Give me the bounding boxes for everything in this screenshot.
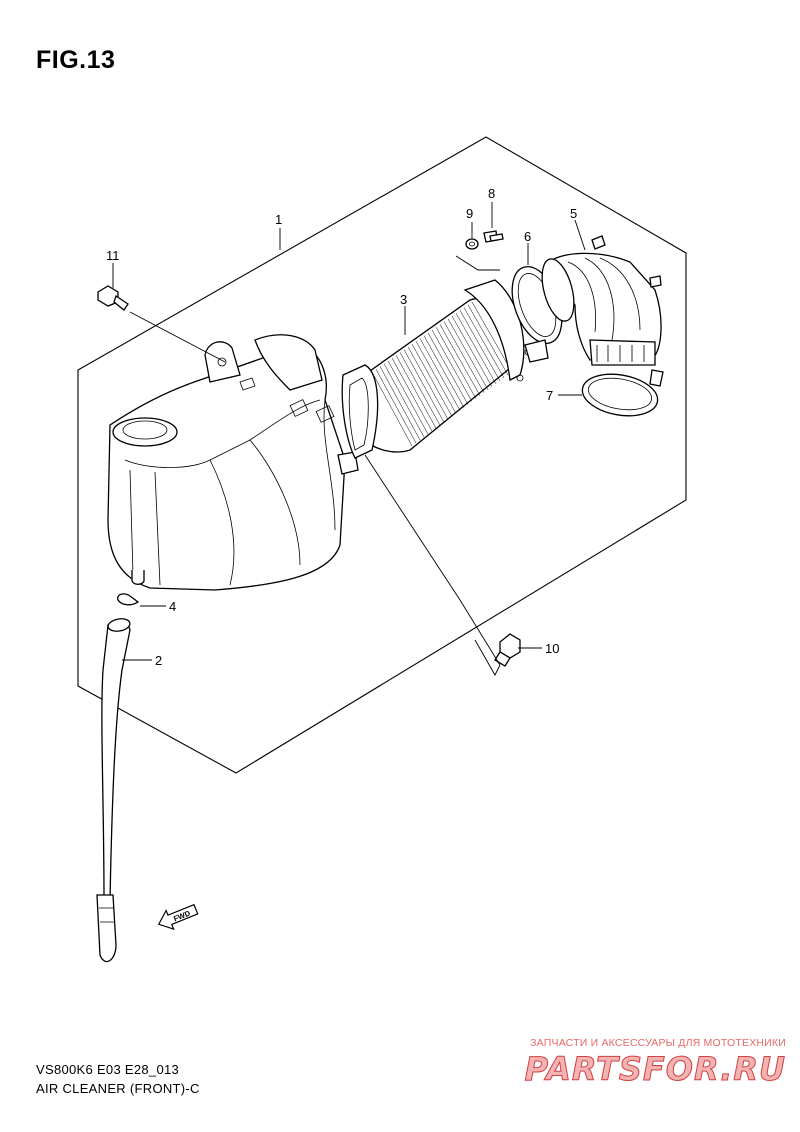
- leader-lines: [112, 202, 586, 676]
- callout-9: 9: [466, 206, 473, 221]
- filter-pleat-line: [403, 349, 445, 423]
- filter-pleats: [371, 301, 513, 447]
- bolt-small: [483, 230, 504, 243]
- air-filter-element: [341, 279, 532, 459]
- filter-pleat-line: [435, 327, 477, 399]
- filter-pleat-line: [411, 343, 453, 417]
- filter-pleat-line: [455, 313, 497, 384]
- callout-labels: 1 2 3 4 5 6 7 8 9 10 11: [106, 186, 577, 668]
- air-cleaner-housing: [107, 334, 359, 591]
- hose-clip: [117, 593, 140, 606]
- filter-pleat-line: [471, 301, 513, 373]
- filter-pleat-line: [387, 360, 429, 435]
- bolt-flange-11: [97, 285, 129, 311]
- filter-pleat-line: [399, 352, 441, 426]
- filter-pleat-line: [451, 315, 493, 387]
- filter-pleat-line: [443, 321, 485, 393]
- filter-pleat-line: [379, 366, 421, 441]
- filter-pleat-line: [419, 338, 461, 411]
- callout-2: 2: [155, 653, 162, 668]
- callout-4: 4: [169, 599, 176, 614]
- callout-10: 10: [545, 641, 559, 656]
- fwd-direction-marker: FWD: [157, 903, 199, 931]
- figure-title: FIG.13: [36, 46, 116, 74]
- hose-clamp: [581, 369, 664, 417]
- washer: [465, 238, 479, 250]
- assembly-boundary: [77, 136, 687, 774]
- bolt-flange-10: [494, 633, 521, 667]
- filter-pleat-line: [423, 335, 465, 408]
- watermark-tagline: ЗАПЧАСТИ И АКСЕССУАРЫ ДЛЯ МОТОТЕХНИКИ: [530, 1037, 786, 1049]
- callout-6: 6: [524, 229, 531, 244]
- callout-3: 3: [400, 292, 407, 307]
- filter-pleat-line: [463, 307, 505, 379]
- section-name: AIR CLEANER (FRONT)-C: [36, 1081, 200, 1096]
- watermark-logo: PARTSFOR.RU: [524, 1050, 786, 1089]
- callout-11: 11: [106, 248, 120, 263]
- filter-pleat-line: [459, 310, 501, 382]
- drain-hose: [96, 618, 131, 963]
- filter-pleat-line: [447, 318, 489, 390]
- filter-pleat-line: [407, 346, 449, 420]
- filter-pleat-line: [371, 371, 413, 447]
- filter-pleat-line: [427, 332, 469, 405]
- callout-1: 1: [275, 212, 282, 227]
- callout-5: 5: [570, 206, 577, 221]
- filter-pleat-line: [439, 324, 481, 396]
- filter-pleat-line: [431, 329, 473, 402]
- filter-pleat-line: [467, 304, 509, 376]
- callout-7: 7: [546, 388, 553, 403]
- filter-pleat-line: [395, 355, 437, 429]
- watermark: ЗАПЧАСТИ И АКСЕССУАРЫ ДЛЯ МОТОТЕХНИКИ PA…: [524, 1037, 786, 1089]
- filter-pleat-line: [383, 363, 425, 438]
- filter-pleat-line: [415, 341, 457, 414]
- callout-8: 8: [488, 186, 495, 201]
- filter-pleat-line: [375, 369, 417, 444]
- filter-pleat-line: [391, 357, 433, 432]
- model-code: VS800K6 E03 E28_013: [36, 1062, 180, 1077]
- intake-duct: [541, 235, 662, 366]
- diagram-footer: VS800K6 E03 E28_013 AIR CLEANER (FRONT)-…: [36, 1060, 200, 1098]
